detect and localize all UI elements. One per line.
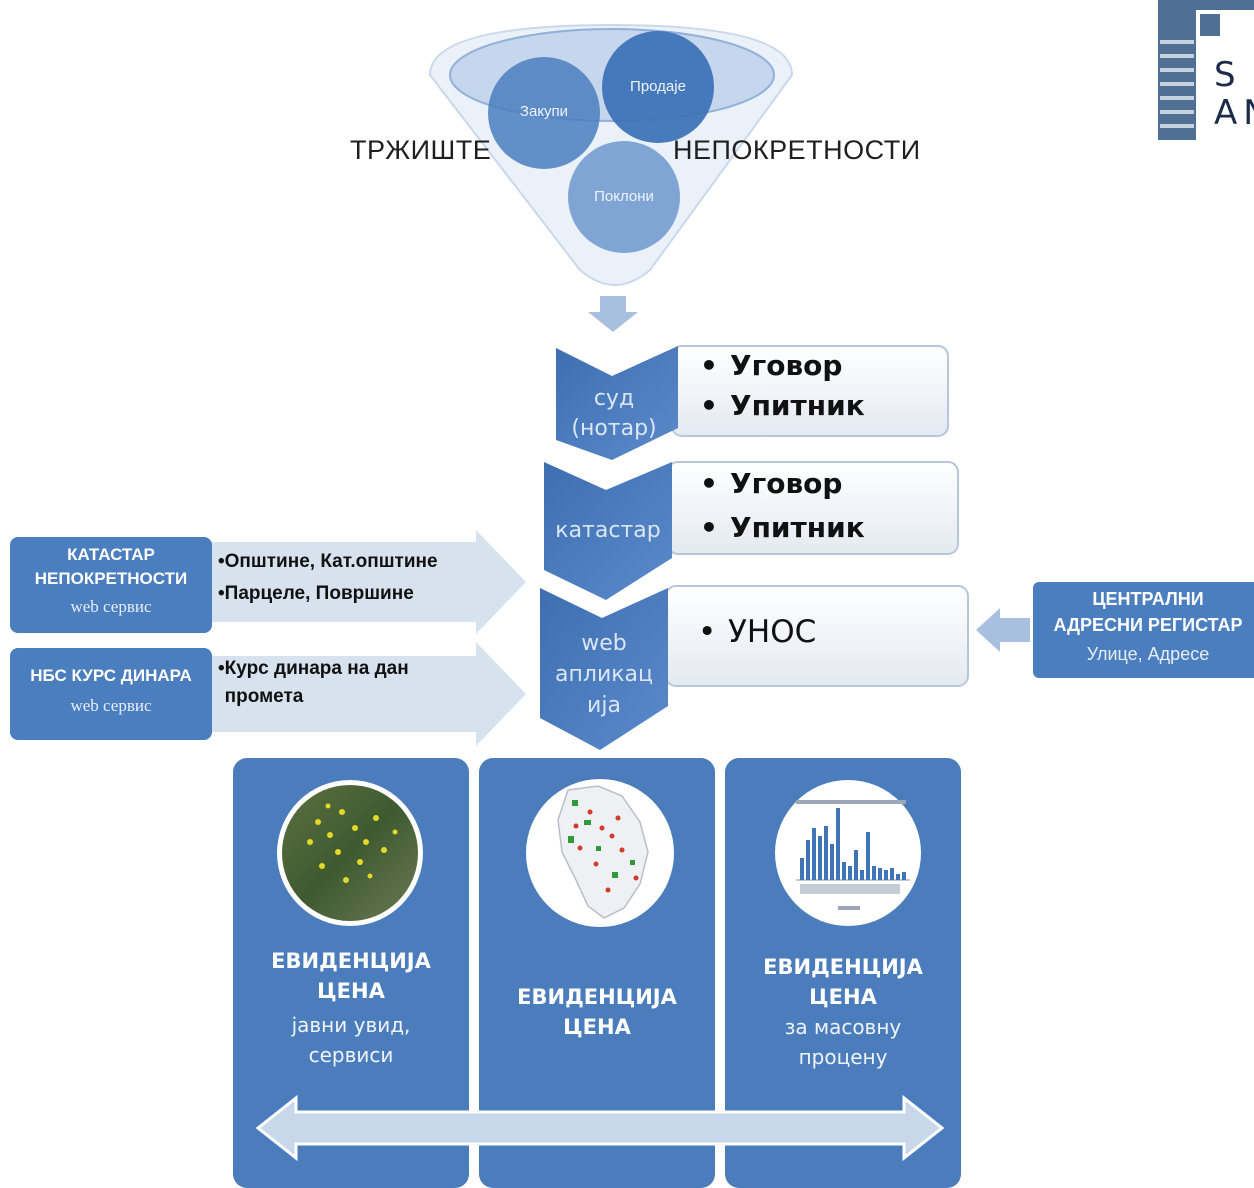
right-input-arrow-icon xyxy=(976,608,1030,652)
panel-public-sub: јавни увид, сервиси xyxy=(291,1013,411,1067)
funnel-right-word: НЕПОКРЕТНОСТИ xyxy=(673,135,921,165)
chevron-label-katastar: катастар xyxy=(555,518,661,543)
circle-prodaje xyxy=(602,31,714,143)
circle-label-pokloni: Поклони xyxy=(594,188,654,205)
circle-label-prodaje: Продаје xyxy=(630,78,686,95)
source-nbs-sub: web сервис xyxy=(70,696,152,715)
funnel xyxy=(428,23,794,286)
katastar-bullet-2: •Парцеле, Површине xyxy=(218,583,414,604)
circle-zakupi xyxy=(488,57,600,169)
building-logo-icon xyxy=(1158,0,1254,140)
bullet-ugovor-2: Уговор xyxy=(700,462,865,506)
source-katastar: КАТАСТАР НЕПОКРЕТНОСТИ web сервис xyxy=(10,537,212,633)
bullet-box-2: Уговор Упитник xyxy=(700,462,865,550)
left-arrow-1 xyxy=(212,530,526,634)
bullet-upitnik-2: Упитник xyxy=(700,506,865,550)
funnel-left-word: ТРЖИШТЕ xyxy=(350,135,492,165)
panel-mass-title: ЕВИДЕНЦИЈА ЦЕНА xyxy=(763,955,923,1009)
address-registry-sub: Улице, Адресе xyxy=(1086,644,1210,664)
source-katastar-title: КАТАСТАР НЕПОКРЕТНОСТИ xyxy=(34,545,188,588)
chevron-label-sud: суд (нотар) xyxy=(571,386,657,441)
address-registry-title: ЦЕНТРАЛНИ АДРЕСНИ РЕГИСТАР xyxy=(1053,589,1243,635)
source-nbs: НБС КУРС ДИНАРА web сервис xyxy=(10,648,212,740)
chevron-1 xyxy=(556,346,678,460)
source-katastar-sub: web сервис xyxy=(70,597,152,616)
bullet-box-3: УНОС xyxy=(698,612,816,652)
source-address-registry: ЦЕНТРАЛНИ АДРЕСНИ РЕГИСТАР Улице, Адресе xyxy=(1033,582,1254,678)
bullet-upitnik-1: Упитник xyxy=(700,386,865,426)
nbs-bullet-1: •Курс динара на дан промета xyxy=(218,658,409,707)
panel-records-title: ЕВИДЕНЦИЈА ЦЕНА xyxy=(517,985,677,1039)
left-arrow-2 xyxy=(212,642,526,746)
chevron-2 xyxy=(544,462,672,600)
chevron-label-web: web апликац ија xyxy=(555,631,653,718)
panel-public-title: ЕВИДЕНЦИЈА ЦЕНА xyxy=(271,949,431,1003)
panel-mass-text: ЕВИДЕНЦИЈА ЦЕНА за масовну процену xyxy=(725,952,961,1072)
nbs-bullets: •Курс динара на дан промета xyxy=(218,655,409,711)
logo-letters: S AN xyxy=(1214,55,1254,133)
serbia-map-icon xyxy=(526,779,674,927)
circle-label-zakupi: Закупи xyxy=(519,103,569,120)
down-arrow-icon xyxy=(588,296,638,332)
bullet-ugovor-1: Уговор xyxy=(700,346,865,386)
bar-chart-icon xyxy=(775,780,921,926)
source-nbs-title: НБС КУРС ДИНАРА xyxy=(30,666,192,685)
satellite-map-icon xyxy=(277,780,423,926)
panel-records-text: ЕВИДЕНЦИЈА ЦЕНА xyxy=(479,982,715,1042)
bullet-unos: УНОС xyxy=(698,612,816,652)
bullet-box-1: Уговор Упитник xyxy=(700,346,865,426)
katastar-bullets: •Општине, Кат.општине •Парцеле, Површине xyxy=(218,546,438,610)
circle-pokloni xyxy=(568,141,680,253)
panel-mass-sub: за масовну процену xyxy=(784,1015,902,1069)
katastar-bullet-1: •Општине, Кат.општине xyxy=(218,551,438,572)
chevron-3 xyxy=(540,588,668,750)
double-arrow-icon xyxy=(255,1094,945,1162)
panel-public-text: ЕВИДЕНЦИЈА ЦЕНА јавни увид, сервиси xyxy=(233,946,469,1070)
